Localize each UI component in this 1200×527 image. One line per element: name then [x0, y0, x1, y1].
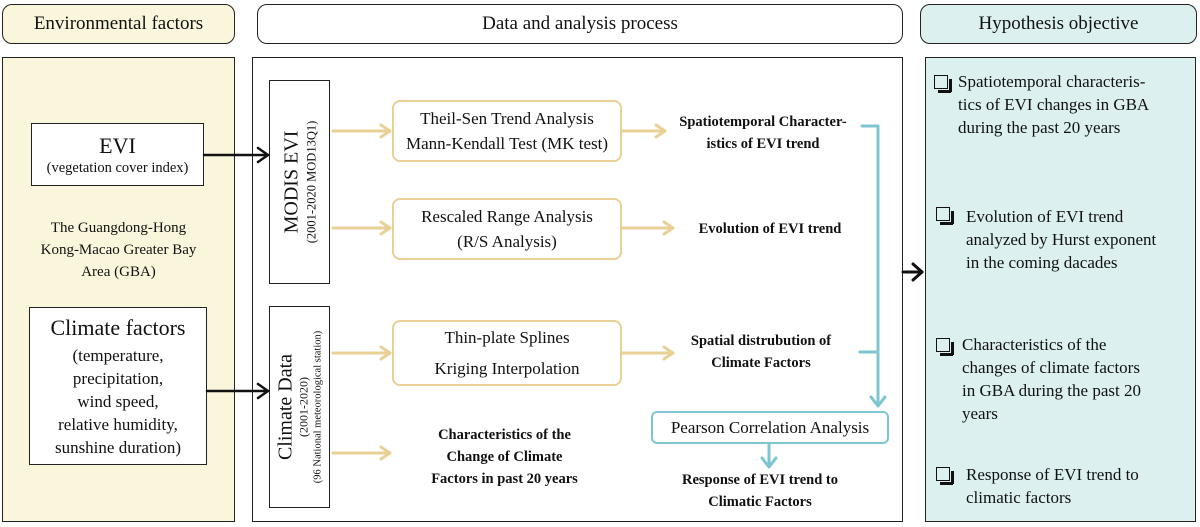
black-arrows [202, 146, 924, 400]
teal-arrows [760, 124, 887, 469]
output-line: Climate Factors [711, 355, 811, 371]
hypothesis-line: Response of EVI trend to [966, 465, 1139, 484]
climate-factors-box: Climate factors (temperature, precipitat… [29, 307, 207, 465]
climate-factor-item: wind speed, [77, 391, 159, 411]
climate-factor-item: precipitation, [72, 368, 164, 388]
yellow-arrows [331, 123, 675, 461]
region-line: Area (GBA) [81, 264, 156, 280]
theil-sen-box: Theil-Sen Trend Analysis Mann-Kendall Te… [392, 100, 622, 162]
output-line: Climatic Factors [708, 494, 812, 510]
process-to-hypothesis-arrowhead [911, 262, 924, 282]
climate-data-box: Climate Data (2001-2020) (96 National me… [269, 306, 330, 508]
thin-plate-splines-box: Thin-plate Splines Kriging Interpolation [392, 320, 622, 386]
output-climate-change: Characteristics of the Change of Climate… [402, 424, 607, 490]
hypothesis-line: in GBA during the past 20 [962, 381, 1141, 400]
modis-evi-box: MODIS EVI (2001-2020 MOD13Q1) [269, 80, 330, 284]
checkbox-icon [936, 207, 954, 225]
region-line: Kong-Macao Greater Bay [40, 242, 197, 258]
output-line: Evolution of EVI trend [698, 221, 842, 237]
output-line: Characteristics of the [438, 427, 571, 443]
hypothesis-line: Spatiotemporal characteris- [958, 72, 1146, 91]
pearson-box: Pearson Correlation Analysis [651, 411, 889, 444]
output-response: Response of EVI trend to Climatic Factor… [665, 469, 855, 513]
hypothesis-line: tics of EVI changes in GBA [958, 95, 1150, 114]
hypothesis-item-1: Spatiotemporal characteris- tics of EVI … [932, 70, 1192, 139]
hypothesis-item-4: Response of EVI trend to climatic factor… [932, 463, 1192, 509]
climate-factor-item: relative humidity, [58, 414, 178, 434]
hypothesis-line: years [962, 404, 998, 423]
evi-subtitle: (vegetation cover index) [46, 159, 189, 176]
output-spatial-distribution: Spatial distrubution of Climate Factors [686, 330, 836, 374]
hypothesis-line: during the past 20 years [958, 118, 1121, 137]
theil-sen-line: Theil-Sen Trend Analysis [420, 109, 594, 128]
output-line: Change of Climate [446, 449, 563, 465]
output-line: Spatiotemporal Character- [679, 114, 847, 130]
yellow-arrowhead [379, 220, 392, 236]
region-text: The Guangdong-Hong Kong-Macao Greater Ba… [10, 217, 227, 283]
yellow-arrowhead [379, 345, 392, 361]
hypothesis-item-3: Characteristics of the changes of climat… [932, 333, 1192, 425]
teal-arrowhead [760, 456, 778, 469]
header-environmental-factors: Environmental factors [2, 4, 235, 44]
teal-arrowhead [869, 395, 887, 408]
hypothesis-panel [925, 57, 1196, 522]
kriging-line: Kriging Interpolation [434, 359, 580, 378]
checkbox-icon [936, 467, 954, 485]
rescaled-range-box: Rescaled Range Analysis (R/S Analysis) [392, 198, 622, 260]
header-process-label: Data and analysis process [482, 13, 678, 34]
rs-analysis-line: (R/S Analysis) [457, 232, 557, 251]
mann-kendall-line: Mann-Kendall Test (MK test) [406, 134, 608, 153]
climate-to-data-arrowhead [256, 382, 270, 400]
hypothesis-line: in the coming dacades [966, 253, 1118, 272]
output-line: Spatial distrubution of [690, 333, 832, 349]
checkbox-icon [936, 338, 954, 356]
evi-box: EVI (vegetation cover index) [31, 123, 204, 186]
yellow-arrowhead [662, 345, 675, 361]
hypothesis-line: climatic factors [966, 488, 1072, 507]
region-line: The Guangdong-Hong [50, 220, 187, 236]
yellow-arrowhead [379, 123, 392, 139]
header-data-analysis-process: Data and analysis process [257, 4, 903, 44]
header-environmental-label: Environmental factors [33, 13, 204, 34]
header-hypothesis-label: Hypothesis objective [978, 13, 1139, 34]
climate-factors-title: Climate factors [50, 314, 186, 340]
output-line: Response of EVI trend to [681, 472, 839, 488]
header-hypothesis-objective: Hypothesis objective [920, 4, 1197, 44]
evi-title: EVI [99, 132, 136, 158]
output-spatiotemporal: Spatiotemporal Character- istics of EVI … [668, 111, 858, 155]
climate-factor-item: (temperature, [72, 345, 164, 365]
evi-to-modis-arrowhead [256, 146, 270, 164]
hypothesis-line: analyzed by Hurst exponent [966, 230, 1157, 249]
hypothesis-line: changes of climate factors [962, 358, 1140, 377]
yellow-arrowhead [379, 445, 392, 461]
rescaled-range-line: Rescaled Range Analysis [421, 207, 593, 226]
thin-plate-line: Thin-plate Splines [444, 328, 570, 347]
yellow-arrowhead [654, 123, 667, 139]
checkbox-icon [934, 75, 952, 93]
hypothesis-line: Evolution of EVI trend [966, 207, 1124, 226]
output-line: istics of EVI trend [706, 136, 820, 152]
teal-connector [860, 124, 880, 407]
yellow-arrowhead [662, 220, 675, 236]
hypothesis-item-2: Evolution of EVI trend analyzed by Hurst… [932, 205, 1192, 274]
output-evolution: Evolution of EVI trend [675, 218, 865, 240]
pearson-label: Pearson Correlation Analysis [670, 417, 870, 437]
hypothesis-line: Characteristics of the [962, 335, 1107, 354]
climate-factor-item: sunshine duration) [54, 437, 182, 457]
output-line: Factors in past 20 years [431, 471, 578, 487]
